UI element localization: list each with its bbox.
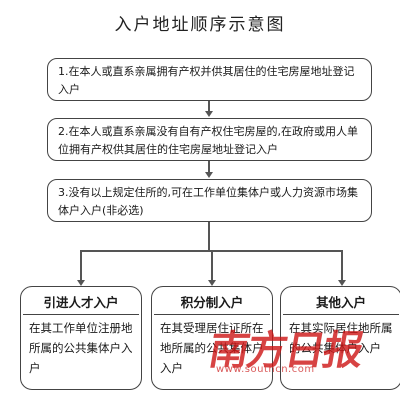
category-points-desc: 在其受理居住证所在地所属的公共集体户入户: [160, 321, 264, 375]
connector-2-3: [208, 161, 210, 173]
branch-drop-1: [80, 250, 82, 280]
arrow-down-icon: [205, 111, 213, 117]
diagram-title: 入户地址顺序示意图: [114, 15, 286, 35]
category-points-title: 积分制入户: [154, 287, 270, 315]
category-other-desc: 在其实际居住地所属的公共集体户入户: [289, 321, 393, 355]
connector-3-branch: [208, 222, 210, 250]
step-2-text: 2.在本人或直系亲属没有自有产权住宅房屋的,在政府或用人单位拥有产权供其居住的住…: [58, 125, 358, 156]
step-3-text: 3.没有以上规定住所的,可在工作单位集体户或人力资源市场集体户入户(非必选): [58, 186, 358, 217]
category-other-box: 其他入户 在其实际居住地所属的公共集体户入户: [280, 286, 400, 390]
category-talent-box: 引进人才入户 在其工作单位注册地所属的公共集体户入户: [20, 286, 142, 390]
step-1-text: 1.在本人或直系亲属拥有产权并供其居住的住宅房屋地址登记入户: [58, 65, 355, 96]
connector-1-2: [208, 101, 210, 112]
category-other-title: 其他入户: [283, 287, 399, 315]
category-talent-title: 引进人才入户: [23, 287, 139, 315]
category-points-box: 积分制入户 在其受理居住证所在地所属的公共集体户入户: [151, 286, 273, 390]
arrow-down-icon: [338, 280, 346, 286]
arrow-down-icon: [77, 280, 85, 286]
step-2-box: 2.在本人或直系亲属没有自有产权住宅房屋的,在政府或用人单位拥有产权供其居住的住…: [47, 118, 372, 161]
arrow-down-icon: [205, 172, 213, 178]
category-talent-desc: 在其工作单位注册地所属的公共集体户入户: [29, 321, 133, 375]
branch-drop-3: [341, 250, 343, 280]
step-3-box: 3.没有以上规定住所的,可在工作单位集体户或人力资源市场集体户入户(非必选): [47, 179, 372, 222]
step-1-box: 1.在本人或直系亲属拥有产权并供其居住的住宅房屋地址登记入户: [47, 58, 372, 101]
branch-drop-2: [211, 250, 213, 280]
arrow-down-icon: [208, 280, 216, 286]
